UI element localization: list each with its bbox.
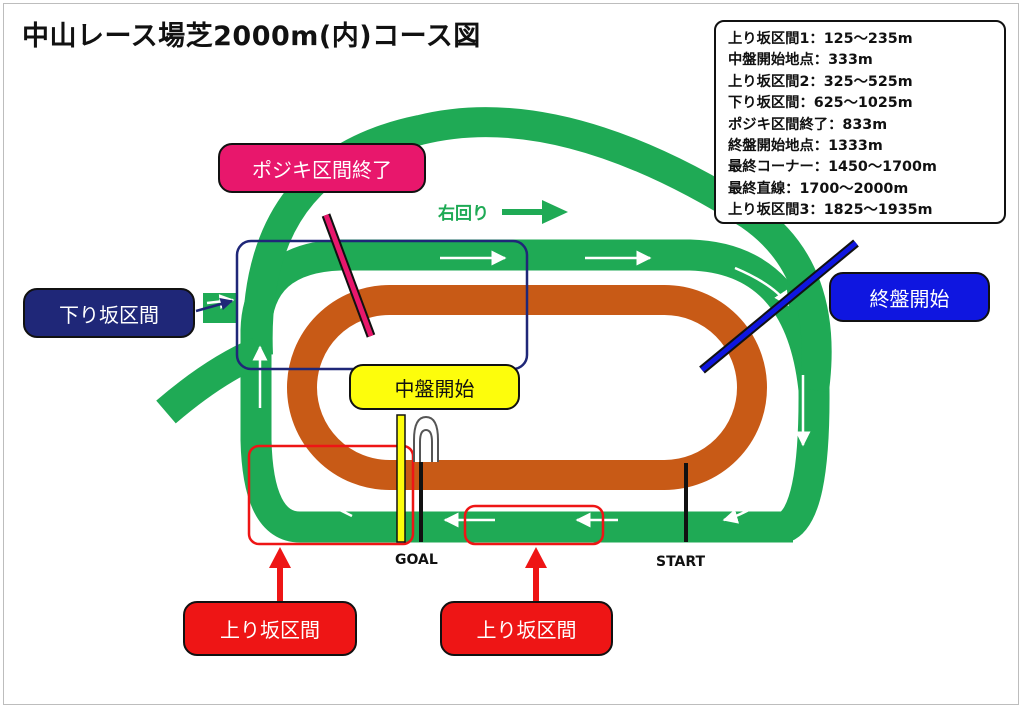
page-title: 中山レース場芝2000m(内)コース図 [22, 21, 481, 52]
info-line: 上り坂区間2：325～525m [728, 73, 913, 90]
start-label: START [656, 554, 706, 570]
goal-post-icon [413, 415, 439, 462]
info-line: 上り坂区間3：1825～1935m [728, 202, 933, 219]
pojiki-end-callout: ポジキ区間終了 [218, 143, 426, 193]
late-start-callout: 終盤開始 [829, 272, 990, 322]
uphill-callout-1: 上り坂区間 [183, 601, 357, 656]
late-start-marker [700, 241, 858, 372]
direction-arrows [206, 250, 811, 528]
info-line: 上り坂区間1：125～235m [728, 31, 913, 47]
info-line: 最終直線：1700～2000m [728, 180, 909, 197]
downhill-callout: 下り坂区間 [23, 288, 195, 338]
info-line: 最終コーナー：1450～1700m [728, 159, 937, 176]
info-line: 終盤開始地点：1333m [728, 138, 883, 155]
info-line: ポジキ区間終了：833m [728, 116, 888, 133]
direction-label: 右回り [438, 203, 489, 224]
uphill-arrows [269, 547, 547, 602]
info-line: 中盤開始地点：333m [728, 52, 873, 69]
uphill-box-1 [247, 444, 415, 546]
uphill-callout-2: 上り坂区間 [440, 601, 613, 656]
info-line: 下り坂区間：625～1025m [728, 95, 913, 112]
goal-label: GOAL [395, 552, 438, 568]
pojiki-end-marker [323, 214, 374, 337]
image-border [3, 3, 1019, 705]
mid-start-marker [396, 414, 406, 543]
mid-start-callout: 中盤開始 [349, 364, 520, 410]
turf-track [156, 107, 832, 543]
downhill-pointer [195, 297, 234, 313]
uphill-box-2 [463, 504, 605, 546]
direction-arrow-icon [502, 200, 568, 224]
info-panel: 上り坂区間1：125～235m 中盤開始地点：333m 上り坂区間2：325～5… [714, 20, 1006, 224]
